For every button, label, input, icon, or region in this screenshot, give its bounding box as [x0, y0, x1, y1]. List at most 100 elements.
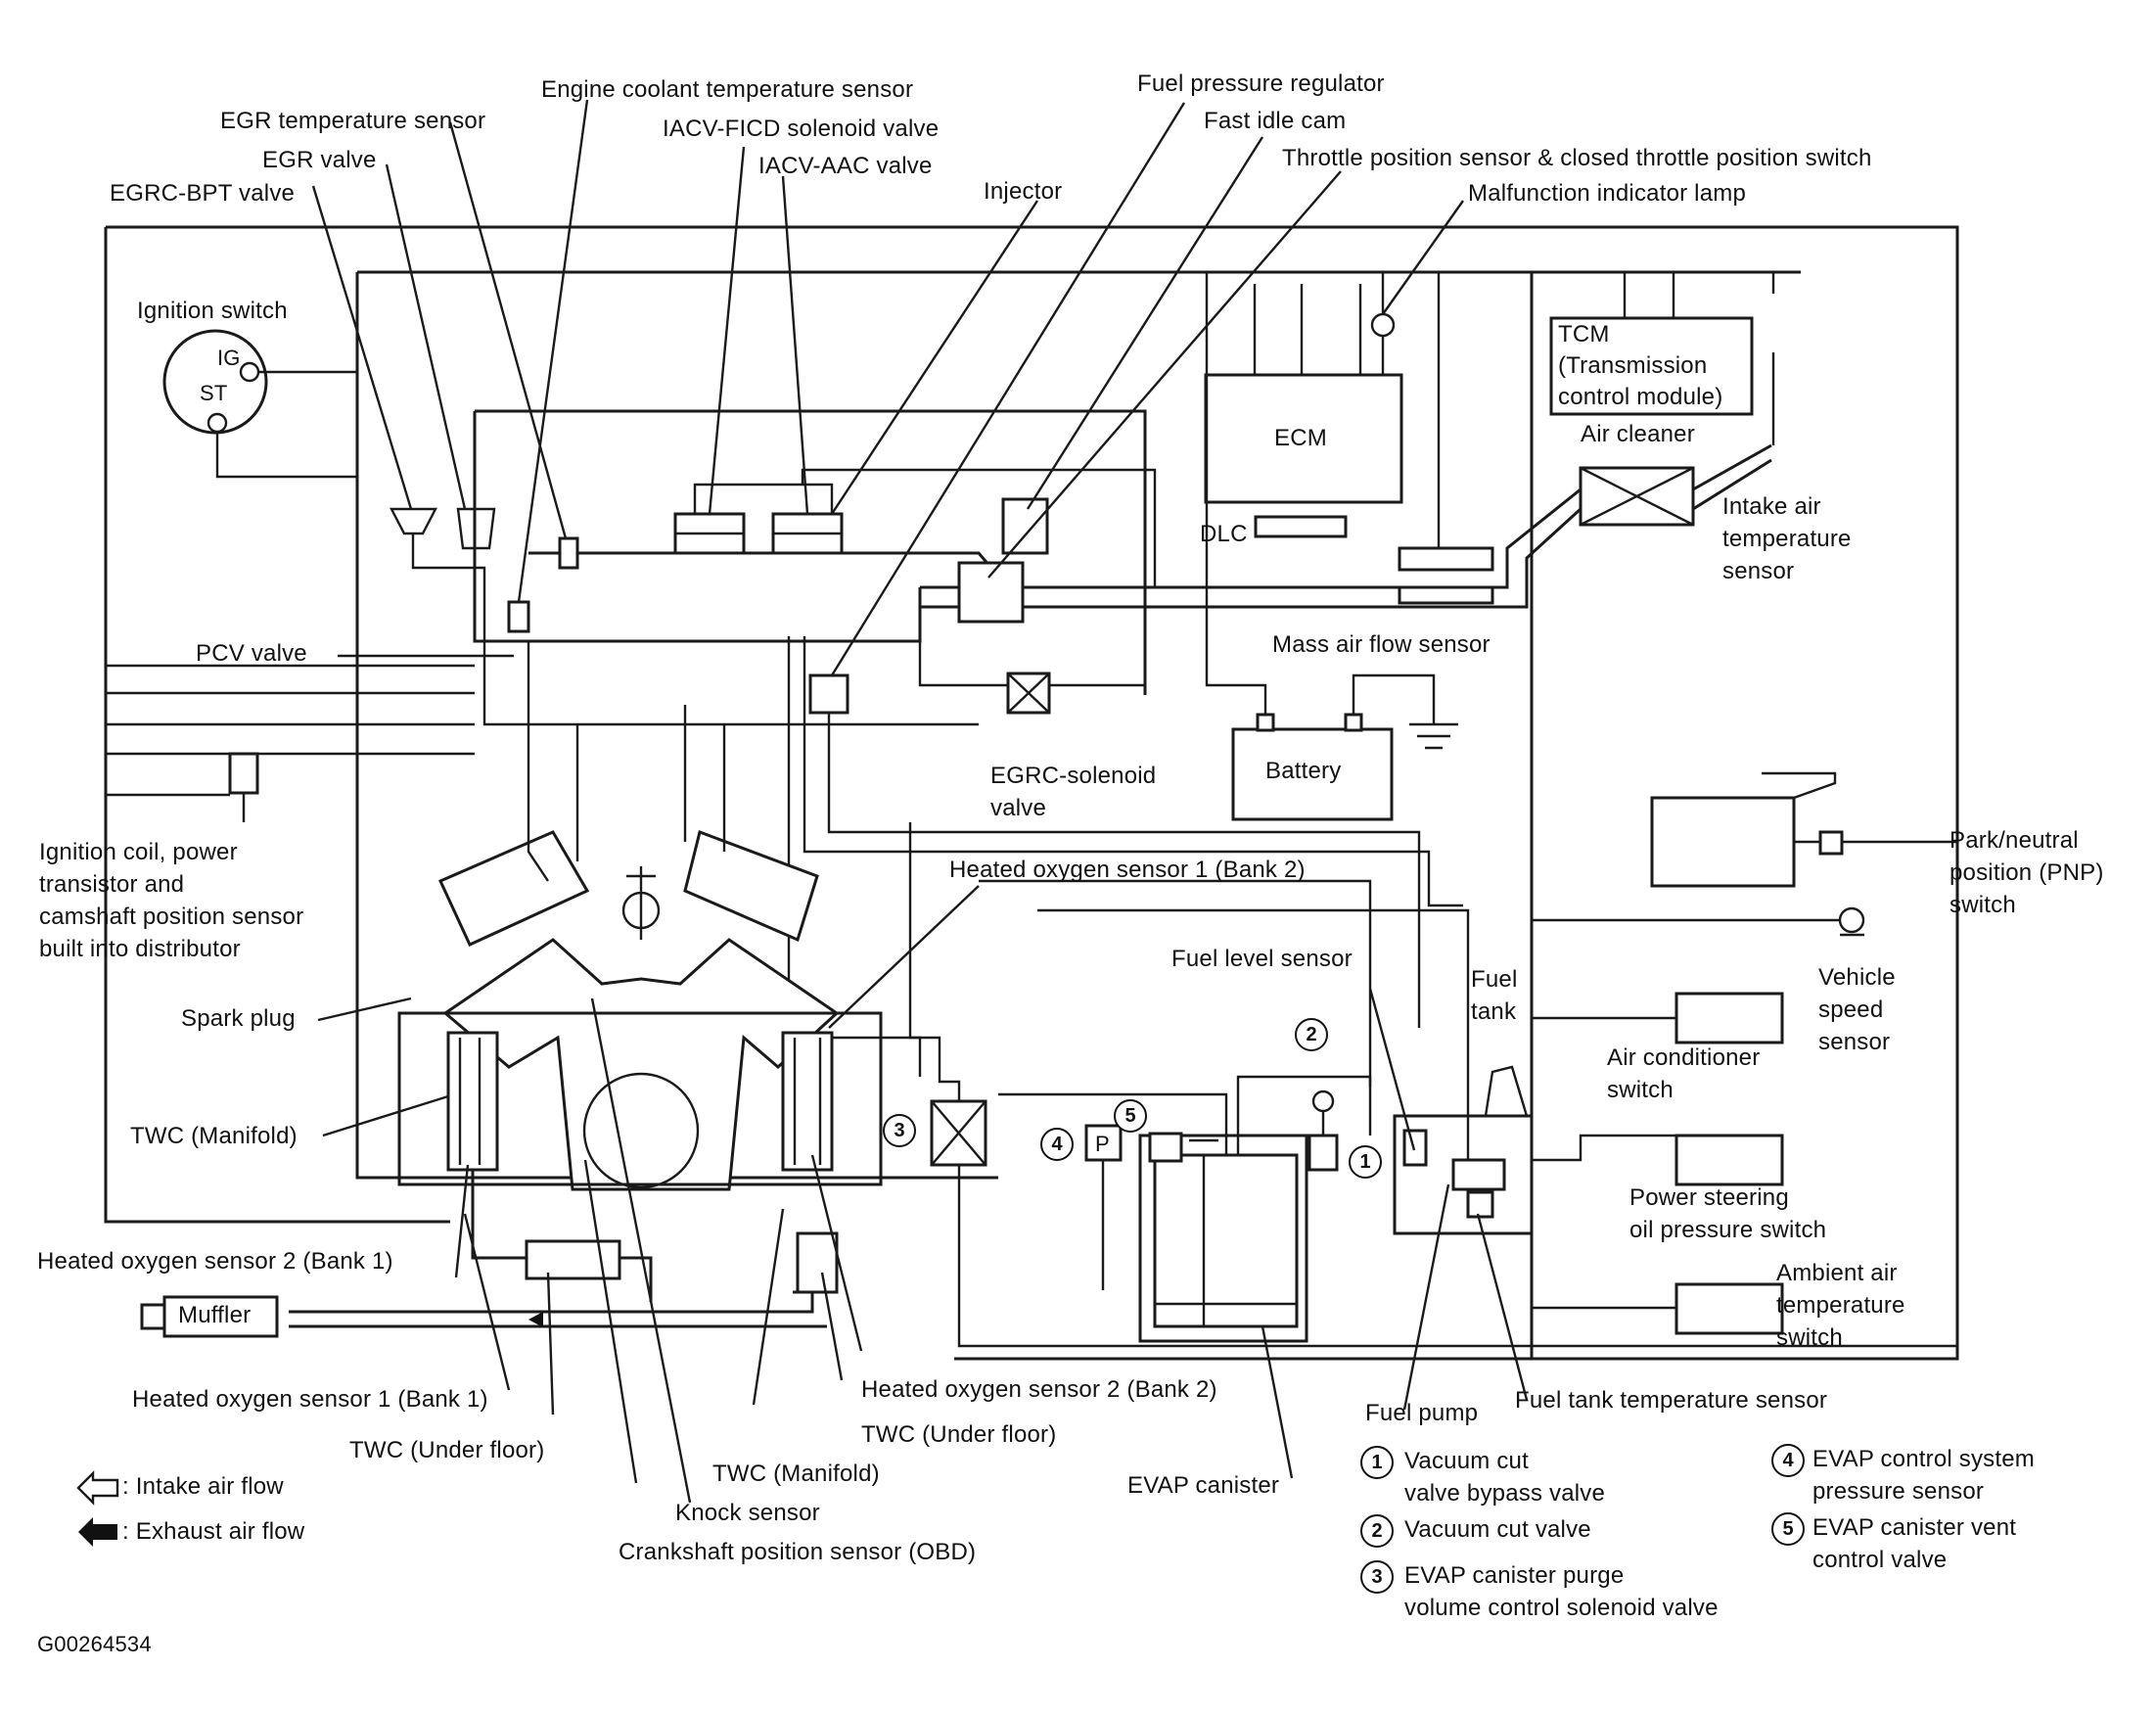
pressure-sensor-p-label: P: [1095, 1132, 1110, 1156]
fuel-tank-label-2: tank: [1471, 998, 1517, 1025]
ambient-air-switch-box: [1674, 1282, 1784, 1335]
throttle-position-sensor-label: Throttle position sensor & closed thrott…: [1282, 145, 1872, 171]
pnp-switch-label-1: Park/neutral: [1950, 827, 2079, 854]
evap-canister-icon: [1153, 1153, 1299, 1328]
fuel-tank-temp-sensor-label: Fuel tank temperature sensor: [1515, 1387, 1828, 1414]
fuel-tank-temp-sensor-icon: [1466, 1190, 1494, 1219]
power-steering-label-2: oil pressure switch: [1629, 1217, 1827, 1243]
ignition-coil-label-2: transistor and: [39, 871, 185, 898]
vehicle-speed-sensor-icon: [1838, 906, 1865, 934]
egr-valve-icon: [456, 507, 496, 550]
battery-label: Battery: [1265, 758, 1342, 784]
legend-2-line1: Vacuum cut valve: [1404, 1516, 1591, 1543]
st-label: ST: [200, 381, 228, 405]
air-cleaner-label: Air cleaner: [1581, 421, 1695, 447]
vehicle-speed-label-1: Vehicle: [1818, 964, 1896, 991]
intake-air-temp-label-1: Intake air: [1722, 493, 1821, 520]
dlc-connector: [1254, 515, 1348, 538]
egrc-bpt-valve-icon: [390, 507, 437, 535]
engine-coolant-temp-sensor-label: Engine coolant temperature sensor: [541, 76, 914, 103]
tcm-box: [1549, 316, 1754, 416]
egr-valve-label: EGR valve: [262, 147, 377, 173]
legend-3-number: 3: [1360, 1560, 1394, 1594]
ambient-air-label-2: temperature: [1776, 1292, 1905, 1319]
legend-4-line1: EVAP control system: [1812, 1446, 2035, 1472]
number-2-marker: 2: [1295, 1018, 1328, 1051]
tcm-label-2: (Transmission: [1558, 352, 1708, 379]
tcm-label-1: TCM: [1558, 321, 1610, 348]
distributor-icon: [621, 891, 661, 930]
fuel-level-sensor-label: Fuel level sensor: [1171, 946, 1353, 972]
twc-manifold-left-label: TWC (Manifold): [130, 1123, 298, 1149]
ecm-box: [1204, 373, 1403, 504]
twc-under-floor-right-icon: [796, 1231, 839, 1294]
fast-idle-cam-label: Fast idle cam: [1204, 108, 1347, 134]
egrc-solenoid-label-1: EGRC-solenoid: [990, 763, 1157, 789]
power-steering-label-1: Power steering: [1629, 1184, 1789, 1211]
malfunction-lamp-icon: [1370, 312, 1396, 338]
iacv-ficd-label: IACV-FICD solenoid valve: [663, 116, 940, 142]
number-4-marker: 4: [1040, 1128, 1074, 1161]
egrc-solenoid-label-2: valve: [990, 795, 1047, 821]
battery-box: [1231, 727, 1394, 821]
muffler-label: Muffler: [178, 1302, 252, 1328]
heated-o2-s2-bank1-label: Heated oxygen sensor 2 (Bank 1): [37, 1248, 393, 1275]
evap-vent-valve-icon: [1148, 1132, 1183, 1163]
vehicle-speed-label-3: sensor: [1818, 1029, 1891, 1055]
number-5-marker: 5: [1114, 1099, 1147, 1133]
twc-manifold-left-icon: [446, 1031, 499, 1172]
intake-air-temp-label-2: temperature: [1722, 526, 1852, 552]
legend-1-line1: Vacuum cut: [1404, 1448, 1529, 1474]
ac-switch-label-1: Air conditioner: [1607, 1044, 1761, 1071]
spark-plug-label: Spark plug: [181, 1005, 296, 1032]
vacuum-cut-valve-icon: [1311, 1090, 1335, 1113]
evap-pressure-sensor-icon: [1084, 1124, 1123, 1162]
ignition-coil-label-3: camshaft position sensor: [39, 904, 304, 930]
power-steering-switch-box: [1674, 1134, 1784, 1186]
egrc-bpt-valve-label: EGRC-BPT valve: [110, 180, 296, 207]
heated-o2-s1-bank2-label: Heated oxygen sensor 1 (Bank 2): [949, 857, 1306, 883]
ac-switch-box: [1674, 992, 1784, 1044]
intake-air-flow-label: : Intake air flow: [122, 1473, 284, 1500]
throttle-body: [957, 561, 1025, 624]
twc-under-floor-left-icon: [525, 1239, 621, 1280]
legend-3-line2: volume control solenoid valve: [1404, 1595, 1719, 1621]
intake-air-temp-label-3: sensor: [1722, 558, 1795, 584]
tcm-label-3: control module): [1558, 384, 1723, 410]
heated-o2-s2-bank2-label: Heated oxygen sensor 2 (Bank 2): [861, 1376, 1217, 1403]
egr-temp-sensor-label: EGR temperature sensor: [220, 108, 486, 134]
leader-lines: [311, 99, 1529, 1504]
injector-label: Injector: [984, 178, 1063, 205]
exhaust-air-flow-label: : Exhaust air flow: [122, 1518, 305, 1545]
legend-5-line1: EVAP canister vent: [1812, 1514, 2017, 1541]
twc-manifold-right-icon: [781, 1031, 834, 1172]
twc-under-floor-left-label: TWC (Under floor): [349, 1437, 545, 1463]
knock-sensor-label: Knock sensor: [675, 1500, 820, 1526]
fuel-pump-icon: [1451, 1158, 1506, 1191]
injector-icon: [1001, 497, 1049, 555]
legend-1-line2: valve bypass valve: [1404, 1480, 1606, 1507]
legend-3-line1: EVAP canister purge: [1404, 1562, 1625, 1589]
legend-5-line2: control valve: [1812, 1547, 1948, 1573]
twc-under-floor-right-label: TWC (Under floor): [861, 1421, 1057, 1448]
iacv-aac-label: IACV-AAC valve: [758, 153, 933, 179]
exhaust-air-flow-icon: [78, 1517, 117, 1547]
ig-label: IG: [217, 346, 241, 370]
ambient-air-label-3: switch: [1776, 1324, 1843, 1351]
heated-o2-s1-bank1-label: Heated oxygen sensor 1 (Bank 1): [132, 1386, 488, 1413]
engine-coolant-temp-sensor-icon: [507, 600, 530, 633]
ignition-coil-label-4: built into distributor: [39, 936, 241, 962]
image-code: G00264534: [37, 1632, 152, 1656]
vacuum-cut-valve-bypass-icon: [1307, 1134, 1339, 1172]
mass-air-flow-sensor-icon: [1398, 546, 1494, 572]
ignition-coil-icon: [228, 752, 259, 795]
ac-switch-label-2: switch: [1607, 1077, 1674, 1103]
ignition-switch-label: Ignition switch: [137, 298, 288, 324]
right-cylinder-head: [683, 830, 819, 943]
evap-canister-label: EVAP canister: [1127, 1472, 1280, 1499]
vehicle-speed-label-2: speed: [1818, 997, 1884, 1023]
fuel-pressure-regulator-label: Fuel pressure regulator: [1137, 70, 1385, 97]
ignition-coil-label-1: Ignition coil, power: [39, 839, 238, 865]
fuel-pump-label: Fuel pump: [1365, 1400, 1479, 1426]
